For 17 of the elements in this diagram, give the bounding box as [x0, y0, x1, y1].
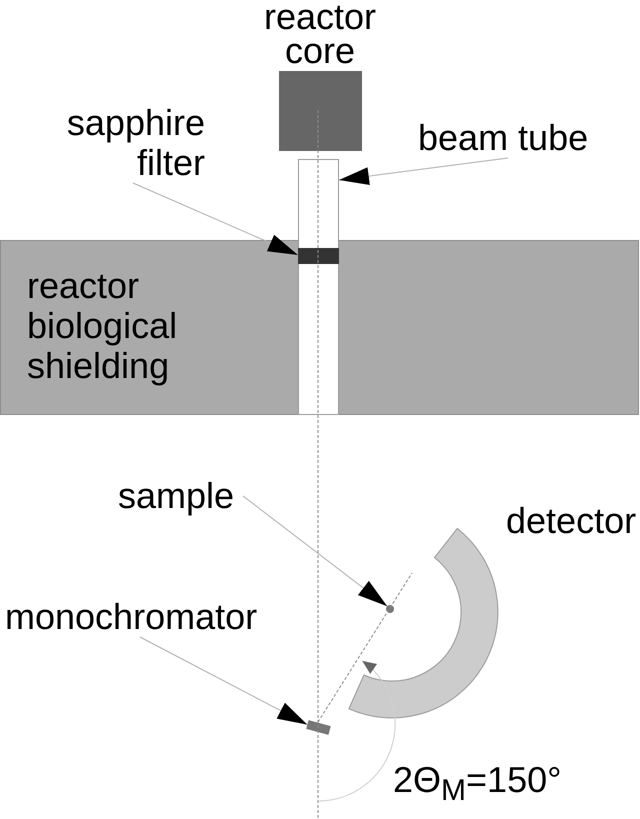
leader-arrow — [242, 496, 388, 607]
part-label: sapphire filter — [55, 103, 205, 183]
leader-arrow — [338, 158, 508, 186]
shielding-block — [0, 240, 639, 415]
sample-dot — [386, 605, 394, 613]
leader-arrow — [140, 636, 308, 726]
beam-tube — [298, 159, 339, 415]
part-label: monochromator — [5, 597, 255, 637]
filter-bar — [298, 248, 339, 264]
shielding-label: reactor biological shielding — [27, 266, 178, 386]
angle-label: 2Θ$_{M}$=150° — [393, 758, 563, 810]
leader-arrow — [132, 182, 298, 256]
detector-label: detector — [506, 501, 638, 541]
monochromator-crystal — [306, 720, 331, 735]
part-label: sample — [118, 476, 243, 516]
part-label: beam tube — [418, 118, 598, 158]
core-label: reactor core — [262, 0, 378, 68]
